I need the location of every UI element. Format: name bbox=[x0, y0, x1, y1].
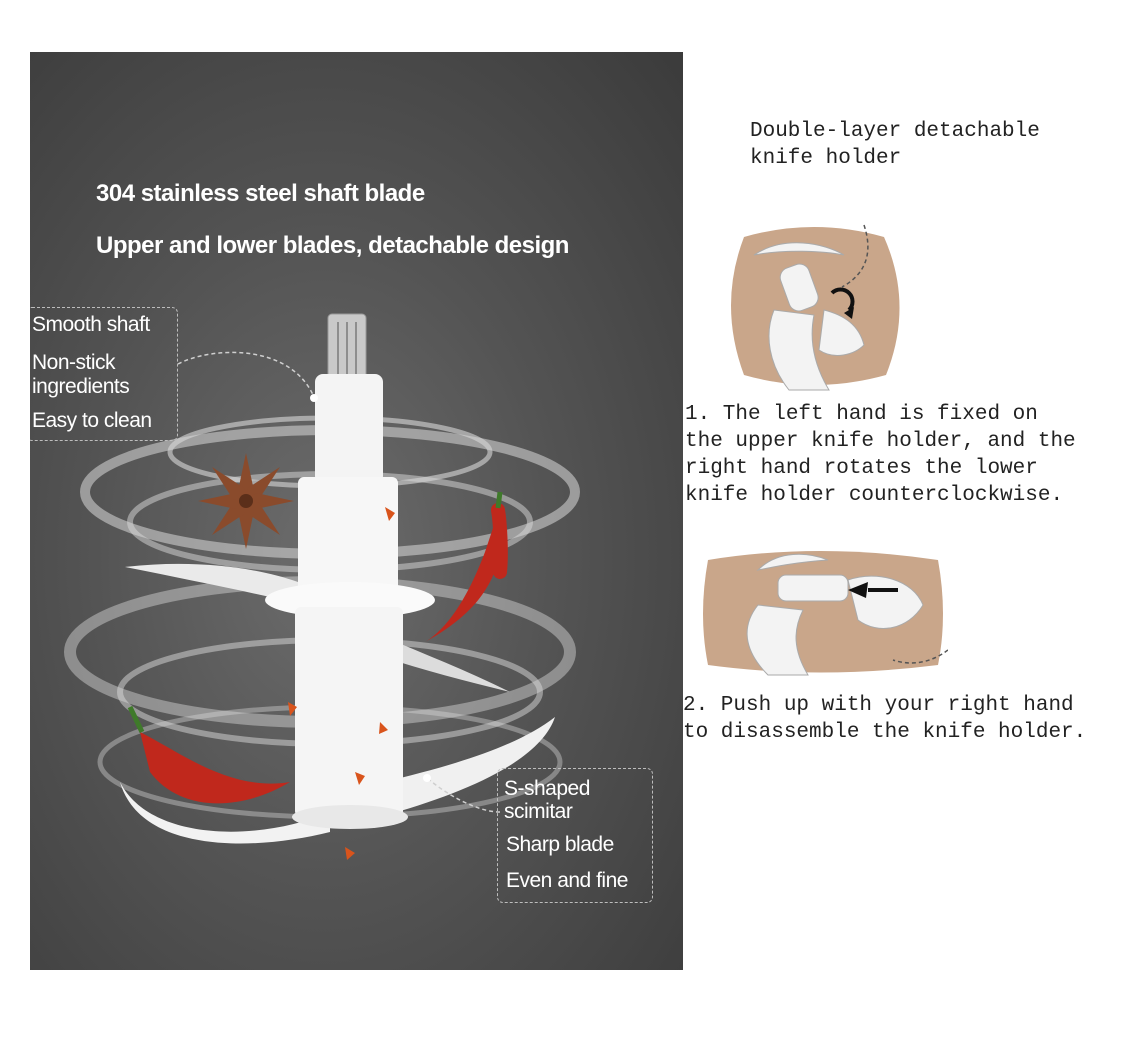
product-image-panel: 304 stainless steel shaft blade Upper an… bbox=[30, 52, 683, 970]
heading-design: Upper and lower blades, detachable desig… bbox=[96, 232, 569, 259]
step-2-line-2: to disassemble the knife holder. bbox=[683, 721, 1087, 744]
callout-top-line-3: ingredients bbox=[32, 375, 130, 398]
step-2-hands-photo bbox=[703, 551, 948, 676]
step-1-hands-photo bbox=[731, 224, 900, 391]
instructions-title-line-2: knife holder bbox=[750, 147, 902, 170]
heading-material: 304 stainless steel shaft blade bbox=[96, 180, 425, 207]
callout-bottom-line-2: scimitar bbox=[504, 800, 573, 823]
callout-top-line-1: Smooth shaft bbox=[32, 313, 150, 336]
step-1-line-4: knife holder counterclockwise. bbox=[685, 484, 1064, 507]
callout-smooth-shaft bbox=[30, 307, 178, 441]
step-2-line-1: 2. Push up with your right hand bbox=[683, 694, 1074, 717]
instructions-title-line-1: Double-layer detachable bbox=[750, 120, 1040, 143]
step-1-line-2: the upper knife holder, and the bbox=[685, 430, 1076, 453]
blade-illustration bbox=[64, 313, 580, 860]
callout-bottom-line-3: Sharp blade bbox=[506, 833, 614, 856]
callout-bottom-line-1: S-shaped bbox=[504, 777, 590, 800]
callout-top-line-2: Non-stick bbox=[32, 351, 116, 374]
step-1-line-3: right hand rotates the lower bbox=[685, 457, 1038, 480]
callout-s-shaped-scimitar bbox=[497, 768, 653, 903]
callout-bottom-line-4: Even and fine bbox=[506, 869, 628, 892]
step-1-line-1: 1. The left hand is fixed on bbox=[685, 403, 1038, 426]
callout-top-line-4: Easy to clean bbox=[32, 409, 152, 432]
